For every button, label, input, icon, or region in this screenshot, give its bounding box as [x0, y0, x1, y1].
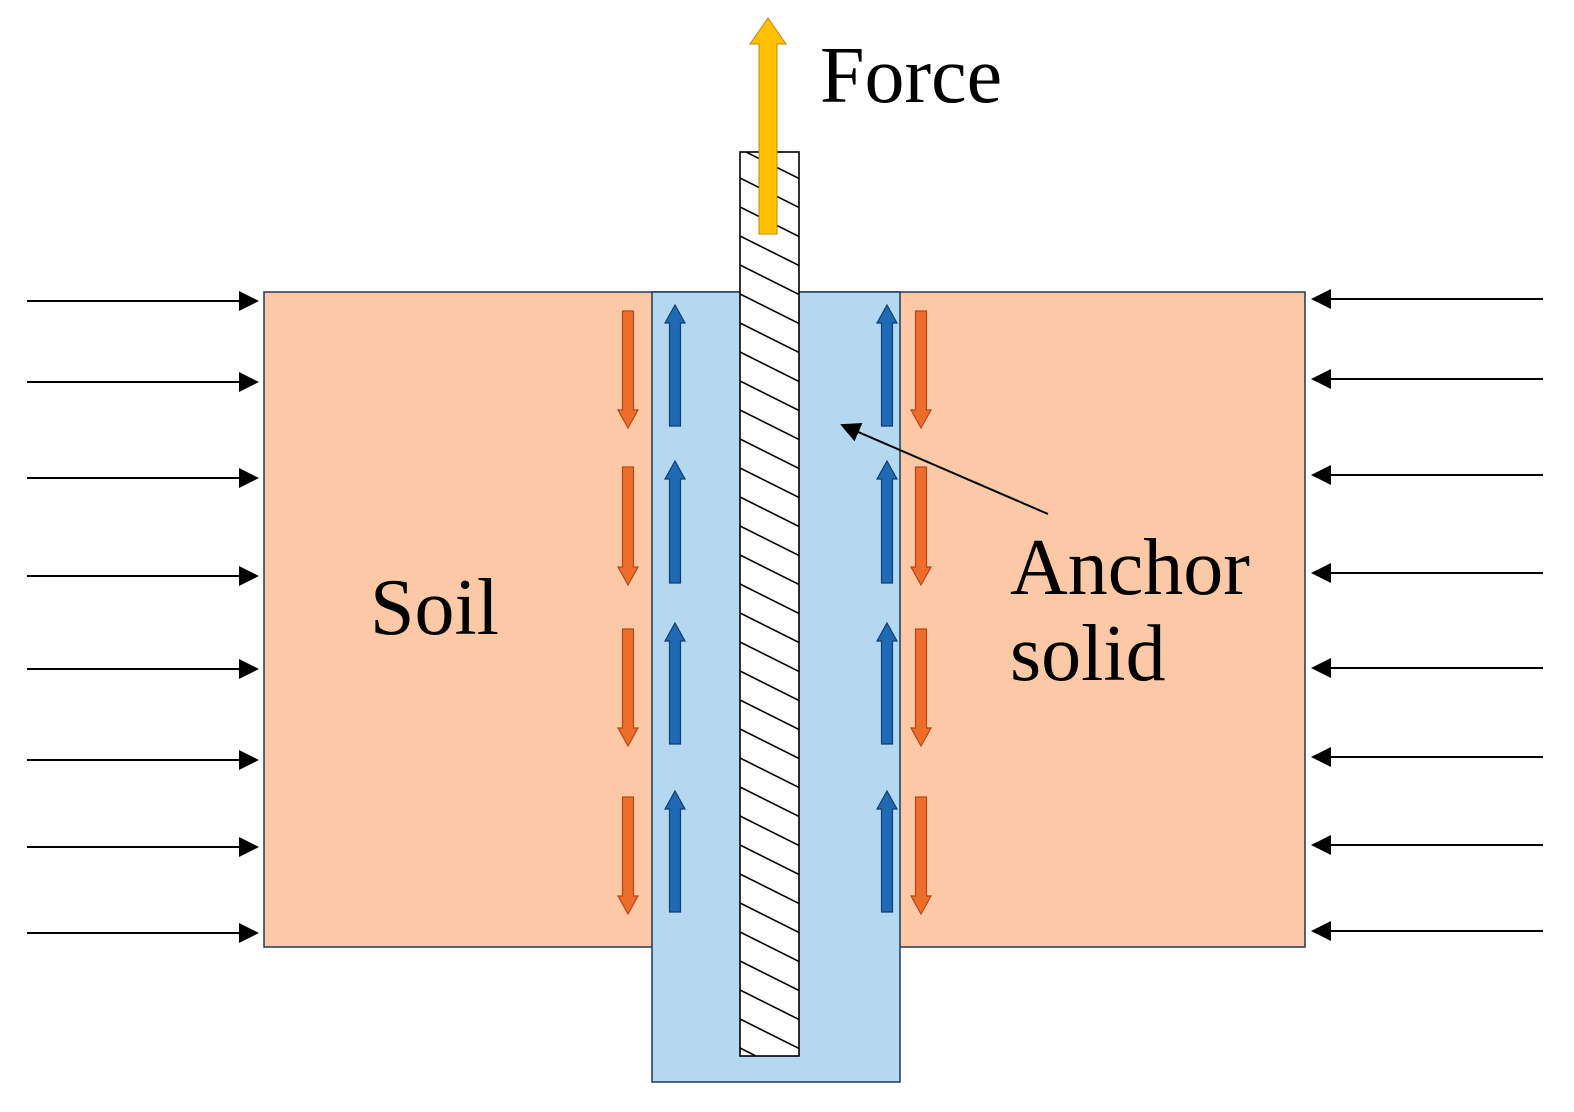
rod-hatch-line	[740, 728, 799, 760]
rod-hatch-line	[740, 583, 799, 615]
soil-friction-down-arrow-icon	[909, 466, 933, 587]
rod-hatch-line	[740, 380, 799, 412]
soil-friction-down-arrow-icon	[616, 310, 640, 430]
soil-friction-down-arrow-icon	[616, 466, 640, 587]
soil-label: Soil	[370, 564, 499, 652]
rod-hatch-line	[740, 815, 799, 847]
force-label: Force	[820, 32, 1003, 120]
soil-friction-down-arrow-icon	[909, 796, 933, 916]
rod-hatch-line	[740, 467, 799, 499]
anchor-friction-up-arrow-icon	[875, 621, 899, 745]
rod-hatch-line	[740, 496, 799, 528]
rod-hatch-line	[740, 699, 799, 731]
earth-pressure-arrows	[27, 289, 1543, 943]
rod-hatch-line	[740, 960, 799, 992]
rod-hatch-line	[740, 322, 799, 354]
rod-hatch-line	[740, 786, 799, 818]
anchor-solid-label-line1: Anchor	[1010, 524, 1250, 612]
rod-hatch-line	[740, 931, 799, 963]
rod-hatch-line	[740, 873, 799, 905]
rod-hatch-line	[740, 989, 799, 1021]
soil-friction-down-arrow-icon	[909, 628, 933, 748]
anchor-solid-leader-line	[840, 422, 1049, 515]
rod-hatch-line	[740, 351, 799, 383]
force-arrow-icon	[749, 17, 787, 235]
rod-hatch-line	[740, 670, 799, 702]
anchor-friction-up-arrow-icon	[663, 621, 687, 745]
rod-hatch-line	[740, 757, 799, 789]
rod-hatch-line	[740, 235, 799, 267]
rod-hatch-line	[740, 409, 799, 441]
rod-hatch-line	[740, 844, 799, 876]
anchor-friction-up-arrow-icon	[875, 789, 899, 913]
rod-hatch-line	[740, 1018, 799, 1050]
anchor-friction-up-arrow-icon	[663, 459, 687, 584]
anchor-solid-label-line2: solid	[1010, 610, 1166, 699]
rod-hatch-line	[740, 612, 799, 644]
anchor-friction-up-arrow-icon	[663, 789, 687, 913]
rod-hatch-line	[740, 293, 799, 325]
anchor-friction-up-arrow-icon	[663, 303, 687, 427]
rod-hatch-line	[740, 902, 799, 934]
anchor-friction-up-arrow-icon	[875, 459, 899, 584]
soil-friction-down-arrow-icon	[616, 796, 640, 916]
rod-hatch-line	[740, 525, 799, 557]
anchor-solid-label: Anchor solid	[1010, 525, 1250, 698]
anchor-rod	[739, 151, 800, 1112]
rod-hatch-line	[740, 1047, 758, 1056]
rod-hatch-line	[740, 554, 799, 586]
friction-arrows	[616, 303, 933, 916]
rod-hatch-line	[740, 641, 799, 673]
soil-friction-down-arrow-icon	[909, 310, 933, 430]
soil-friction-down-arrow-icon	[616, 628, 640, 748]
anchor-friction-up-arrow-icon	[875, 303, 899, 427]
rod-hatch-line	[740, 438, 799, 470]
rod-hatch-line	[740, 264, 799, 296]
rod-hatch-line	[740, 1106, 800, 1112]
